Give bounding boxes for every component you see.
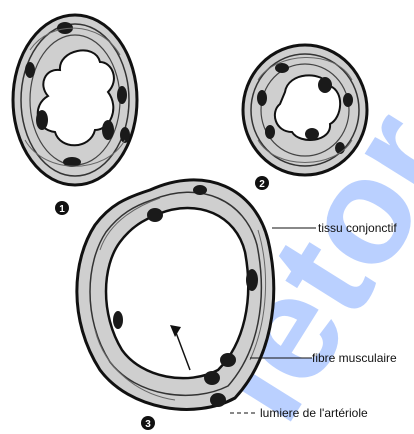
label-lumen-text: lumiere de l'artériole	[260, 406, 368, 420]
panel-number-3-text: 3	[145, 419, 151, 430]
label-muscle-fiber-text: fibre musculaire	[312, 351, 397, 365]
panel-number-2-text: 2	[259, 179, 265, 190]
section-3	[77, 180, 274, 410]
section-2	[243, 45, 367, 175]
panel-number-1-text: 1	[59, 204, 65, 215]
panel-number-2: 2	[255, 176, 269, 190]
panel-number-1: 1	[55, 201, 69, 215]
panel-number-3: 3	[141, 416, 155, 430]
section-1	[13, 15, 137, 185]
label-connective-tissue-text: tissu conjonctif	[318, 221, 397, 235]
